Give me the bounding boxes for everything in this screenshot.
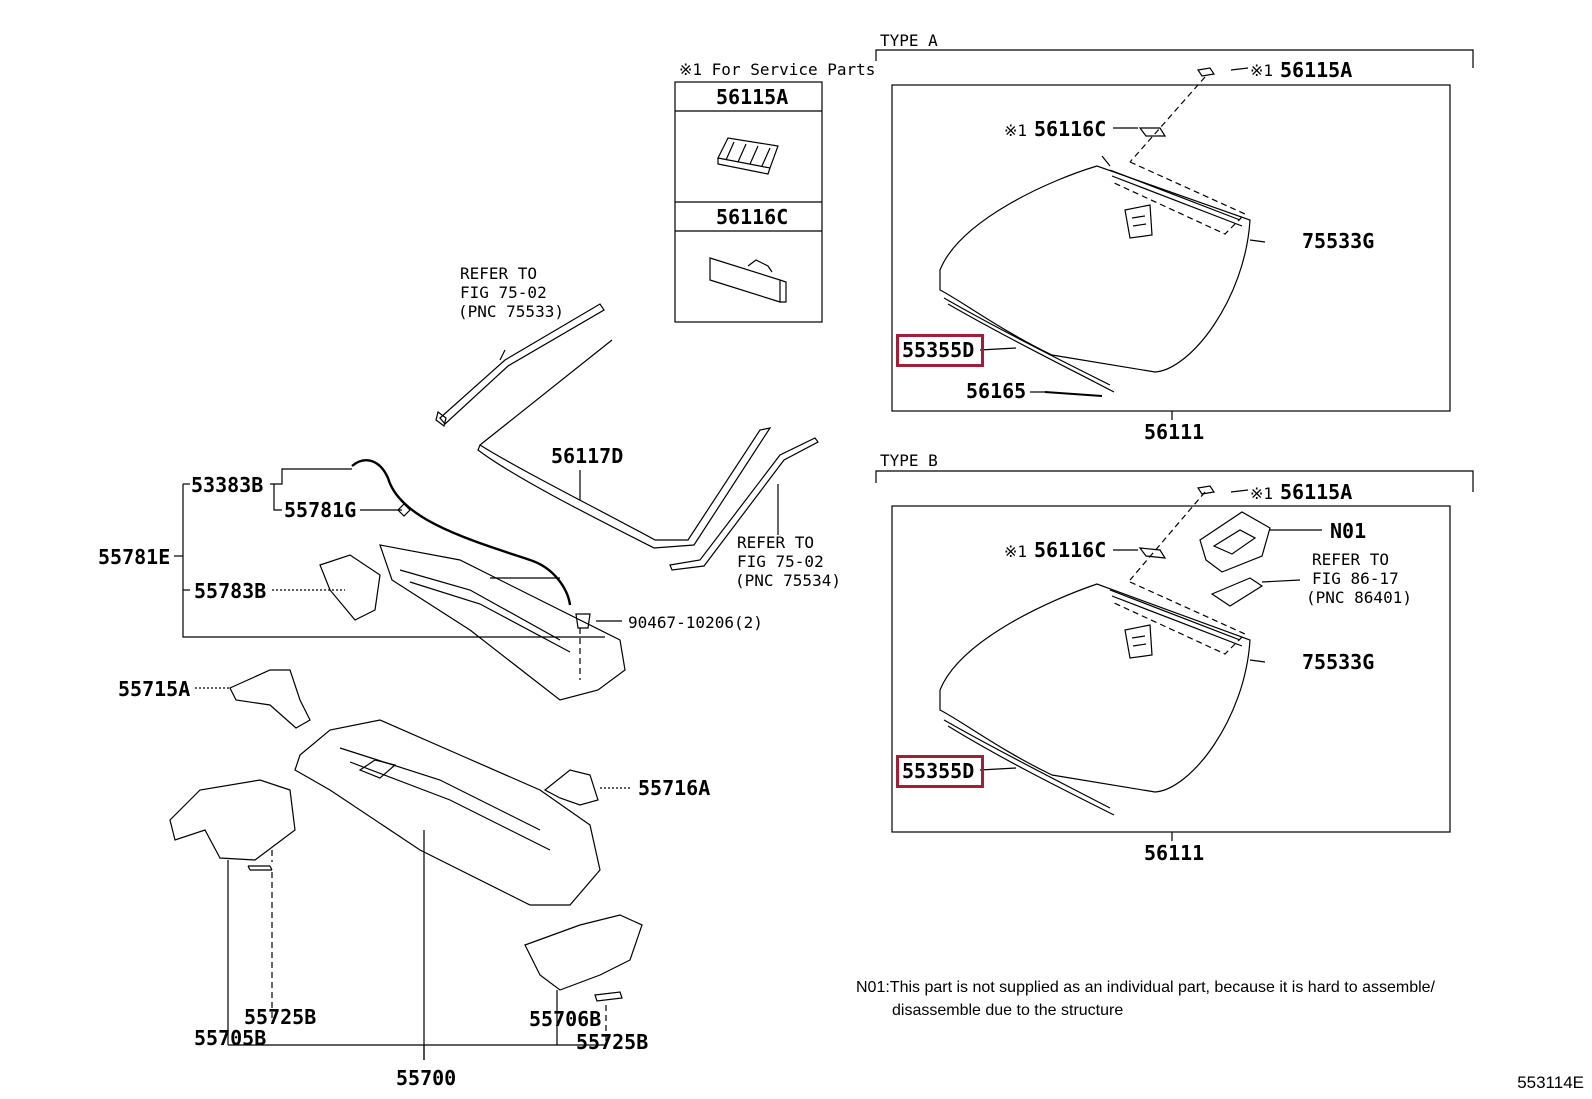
part-label-56116c-service[interactable]: 56116C xyxy=(716,205,789,229)
part-label-53383b[interactable]: 53383B xyxy=(191,473,264,497)
refer-75-02-bottom-line2: FIG 75-02 xyxy=(737,552,824,571)
refer-75-02-top-line1: REFER TO xyxy=(460,264,538,283)
part-label-55700[interactable]: 55700 xyxy=(396,1066,457,1090)
part-label-56111-b[interactable]: 56111 xyxy=(1144,841,1205,865)
refer-86-17-line2: FIG 86-17 xyxy=(1312,569,1399,588)
mark-type-a-56115a: ※1 xyxy=(1250,61,1274,80)
part-label-56115a-service[interactable]: 56115A xyxy=(716,85,789,109)
part-label-75533g-b[interactable]: 75533G xyxy=(1302,650,1375,674)
mark-type-b-56116c: ※1 xyxy=(1004,542,1028,561)
note-n01-line1: N01:This part is not supplied as an indi… xyxy=(856,979,1435,996)
service-parts-header: ※1 For Service Parts xyxy=(679,60,876,79)
type-b-frame xyxy=(875,470,1474,841)
n01-module-icon xyxy=(1199,511,1271,607)
part-label-56111-a[interactable]: 56111 xyxy=(1144,420,1205,444)
part-label-56115a-b[interactable]: 56115A xyxy=(1280,480,1353,504)
part-label-56117d[interactable]: 56117D xyxy=(551,444,624,468)
part-label-55783b[interactable]: 55783B xyxy=(194,579,267,603)
part-label-56115a-a[interactable]: 56115A xyxy=(1280,58,1353,82)
refer-86-17-line3: (PNC 86401) xyxy=(1306,588,1412,607)
part-label-55355d-a[interactable]: 55355D xyxy=(902,338,975,362)
clip-56115a-icon xyxy=(717,137,779,175)
left-exploded-view xyxy=(169,303,819,1060)
part-label-90467-10206[interactable]: 90467-10206(2) xyxy=(628,613,763,632)
type-a-title: TYPE A xyxy=(880,31,938,50)
refer-86-17-line1: REFER TO xyxy=(1312,550,1390,569)
refer-75-02-bottom-line1: REFER TO xyxy=(737,533,815,552)
mark-type-a-56116c: ※1 xyxy=(1004,121,1028,140)
mark-type-b-56115a: ※1 xyxy=(1250,484,1274,503)
part-label-55725b-right[interactable]: 55725B xyxy=(576,1030,649,1054)
type-a-frame xyxy=(875,49,1474,420)
part-label-55715a[interactable]: 55715A xyxy=(118,677,191,701)
refer-75-02-top-line3: (PNC 75533) xyxy=(458,302,564,321)
part-label-55725b-left[interactable]: 55725B xyxy=(244,1005,317,1029)
highlight-55355d-b xyxy=(896,755,984,788)
pad-56116c-icon xyxy=(709,257,787,303)
part-label-n01[interactable]: N01 xyxy=(1330,519,1367,543)
part-label-56116c-b[interactable]: 56116C xyxy=(1034,538,1107,562)
refer-75-02-bottom-line3: (PNC 75534) xyxy=(735,571,841,590)
part-label-56116c-a[interactable]: 56116C xyxy=(1034,117,1107,141)
part-label-55781e[interactable]: 55781E xyxy=(98,545,171,569)
service-parts-box xyxy=(674,81,823,323)
note-n01-line2: disassemble due to the structure xyxy=(892,1002,1124,1019)
part-label-75533g-a[interactable]: 75533G xyxy=(1302,229,1375,253)
part-label-55706b[interactable]: 55706B xyxy=(529,1007,602,1031)
part-label-55705b[interactable]: 55705B xyxy=(194,1026,267,1050)
part-label-55781g[interactable]: 55781G xyxy=(284,498,357,522)
highlight-55355d-a xyxy=(896,334,984,367)
figure-id: 553114E xyxy=(1517,1073,1584,1092)
type-b-title: TYPE B xyxy=(880,451,938,470)
part-label-55355d-b[interactable]: 55355D xyxy=(902,759,975,783)
refer-75-02-top-line2: FIG 75-02 xyxy=(460,283,547,302)
part-label-56165[interactable]: 56165 xyxy=(966,379,1027,403)
part-label-55716a[interactable]: 55716A xyxy=(638,776,711,800)
